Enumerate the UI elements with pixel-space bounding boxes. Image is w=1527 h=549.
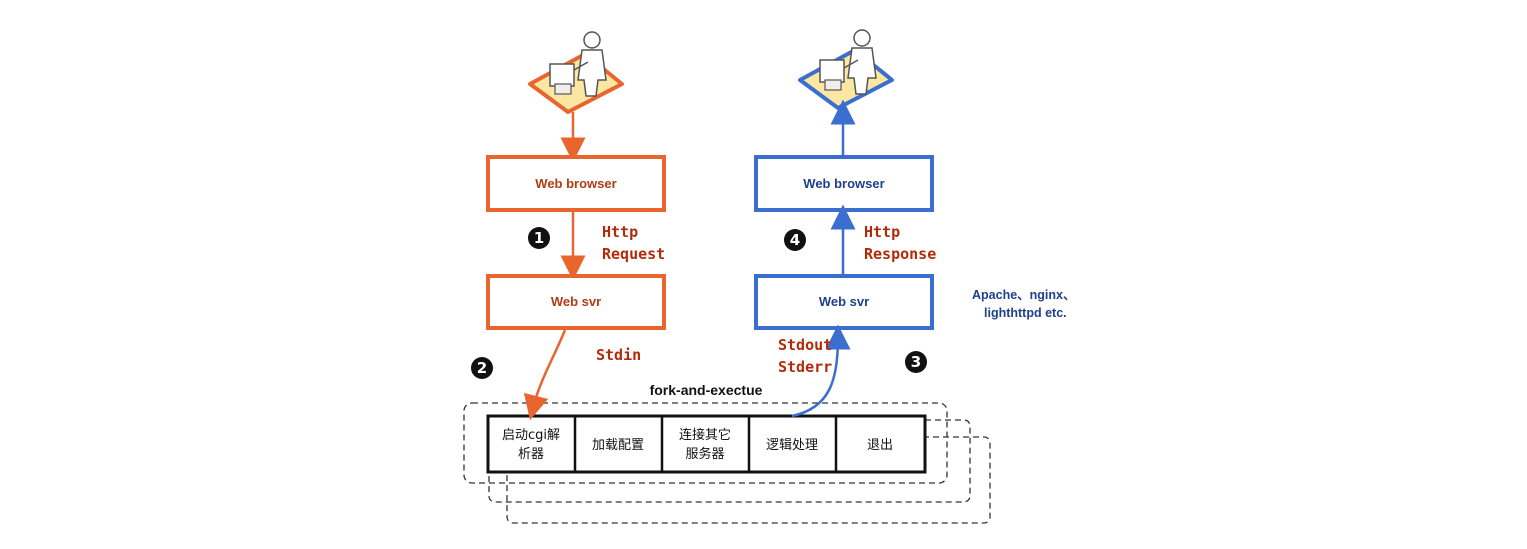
process-step-1-line1: 启动cgi解 bbox=[502, 428, 560, 443]
user-at-computer-icon-blue bbox=[798, 29, 894, 110]
right-browser-label: Web browser bbox=[803, 176, 884, 191]
fork-label: fork-and-exectue bbox=[650, 382, 763, 398]
step-marker-1: 1 bbox=[528, 227, 550, 249]
process-bar-outline bbox=[486, 414, 927, 474]
request-label-line1: Http bbox=[602, 223, 638, 241]
server-note-line1: Apache、nginx、 bbox=[972, 288, 1076, 302]
step-marker-4: 4 bbox=[784, 229, 806, 251]
step-marker-3: 3 bbox=[905, 351, 927, 373]
process-step-4: 逻辑处理 bbox=[766, 438, 818, 453]
server-note-line2: lighthttpd etc. bbox=[984, 306, 1067, 320]
step-marker-2: 2 bbox=[471, 357, 493, 379]
response-label-line1: Http bbox=[864, 223, 900, 241]
arrow-server-to-process bbox=[523, 329, 567, 421]
dashed-frame-front bbox=[463, 402, 948, 484]
step-marker-4-text: 4 bbox=[790, 231, 800, 249]
left-flow: Web browser Web svr Http Request Stdin bbox=[486, 112, 666, 421]
left-browser-label: Web browser bbox=[535, 176, 616, 191]
stdout-label: Stdout bbox=[778, 336, 832, 354]
process-step-5: 退出 bbox=[867, 438, 893, 453]
step-marker-2-text: 2 bbox=[477, 359, 487, 377]
right-server-label: Web svr bbox=[819, 294, 869, 309]
right-server-box bbox=[754, 274, 934, 330]
left-browser-box bbox=[486, 155, 666, 212]
process-step-2: 加载配置 bbox=[592, 438, 644, 453]
right-flow: Web browser Web svr Http Response Stdout… bbox=[754, 99, 936, 418]
stdin-label: Stdin bbox=[596, 346, 641, 364]
process-step-3-line1: 连接其它 bbox=[679, 427, 731, 443]
left-server-label: Web svr bbox=[551, 294, 601, 309]
user-at-computer-icon-orange bbox=[528, 31, 624, 114]
left-server-box bbox=[486, 274, 666, 330]
arrow-process-to-server bbox=[791, 324, 851, 418]
response-label-line2: Response bbox=[864, 245, 936, 263]
process-step-3-line2: 服务器 bbox=[685, 446, 724, 462]
process-step-1-line2: 析器 bbox=[518, 447, 544, 462]
process-bar: 启动cgi解 析器 加载配置 连接其它 服务器 逻辑处理 退出 bbox=[486, 414, 927, 474]
stderr-label: Stderr bbox=[778, 358, 832, 376]
step-marker-1-text: 1 bbox=[534, 229, 544, 247]
request-label-line2: Request bbox=[602, 245, 665, 263]
step-marker-3-text: 3 bbox=[911, 353, 921, 371]
